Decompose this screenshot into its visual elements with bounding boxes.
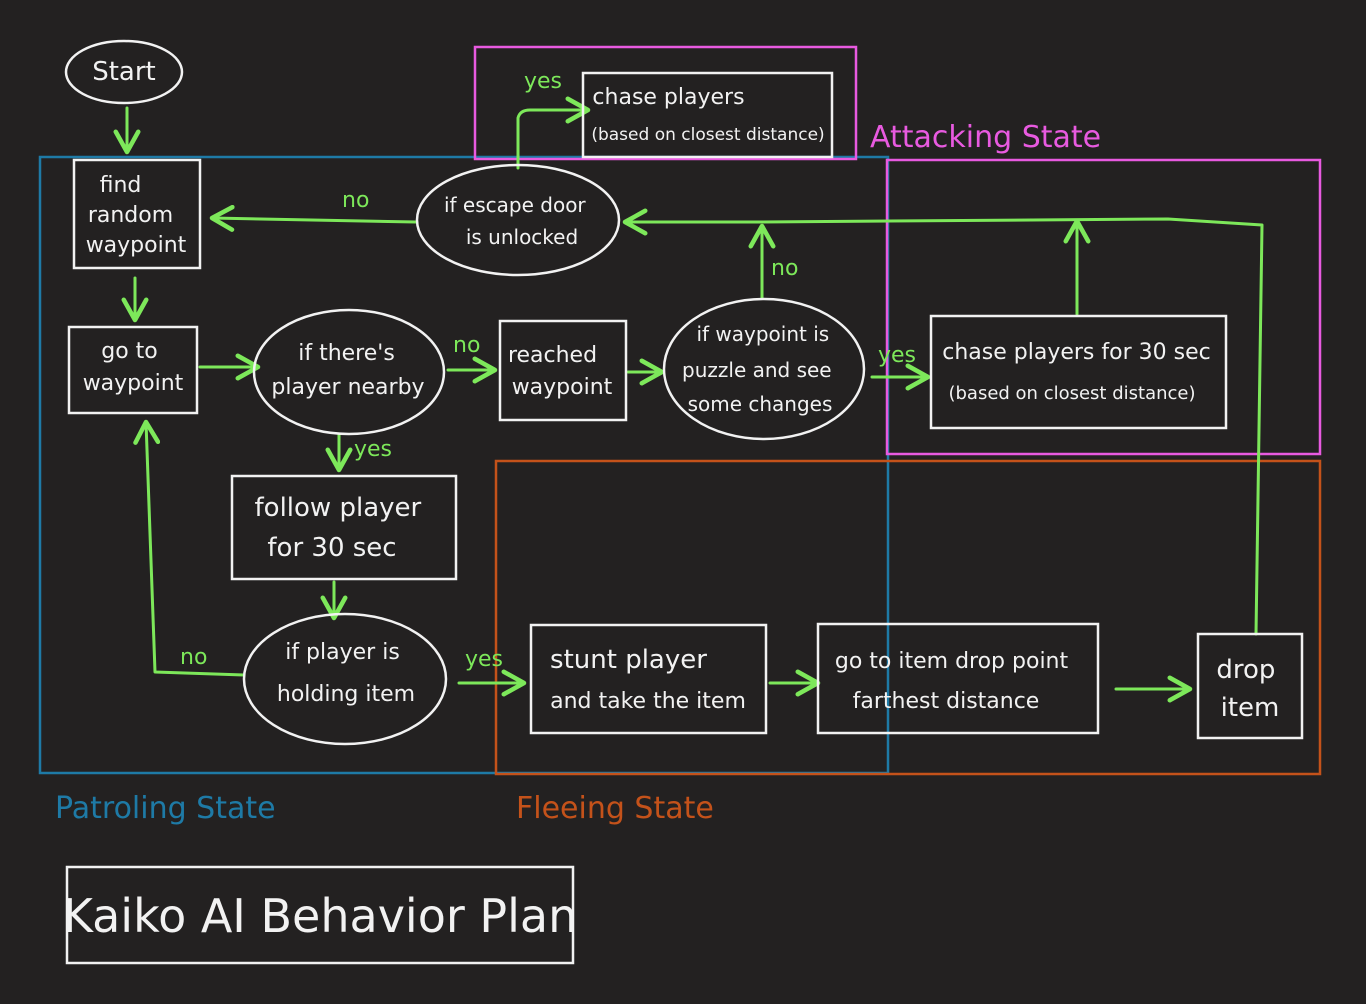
- attacking-state-label: Attacking State: [870, 120, 1101, 155]
- go-to-waypoint-label: go to waypoint: [83, 339, 184, 396]
- if-player-nearby-label: if there's player nearby: [271, 341, 424, 400]
- edge-label-escape-yes: yes: [524, 69, 562, 94]
- if-player-nearby-node: [252, 308, 446, 436]
- start-label: Start: [92, 57, 156, 87]
- if-escape-door-label: if escape door is unlocked: [444, 193, 592, 249]
- go-to-drop-point-node: [816, 622, 1100, 735]
- chase-players-top-node: [581, 71, 834, 159]
- if-waypoint-puzzle-node: [662, 297, 866, 441]
- edge-main-return-line: [622, 208, 1264, 636]
- drop-item-label: drop item: [1216, 655, 1283, 723]
- chase-players-30-label: chase players for 30 sec (based on close…: [942, 340, 1217, 404]
- edge-label-escape-no: no: [342, 188, 369, 213]
- fleeing-state-label: Fleeing State: [516, 791, 714, 826]
- stunt-player-node: [529, 623, 768, 735]
- chase-players-top-label: chase players (based on closest distance…: [591, 85, 824, 145]
- edge-label-nearby-yes: yes: [354, 437, 392, 462]
- find-random-waypoint-node: [72, 158, 202, 270]
- go-to-drop-point-label: go to item drop point farthest distance: [835, 649, 1075, 714]
- title-box: [65, 865, 575, 965]
- edge-holding-to-go-no: [133, 419, 246, 677]
- reached-waypoint-node: [498, 319, 628, 422]
- reached-waypoint-label: reached waypoint: [508, 343, 613, 400]
- patrolling-state-region: [38, 155, 890, 775]
- follow-player-node: [230, 474, 458, 581]
- edge-escape-to-find: [209, 204, 418, 232]
- find-random-waypoint-label: find random waypoint: [86, 173, 187, 258]
- if-holding-item-node: [242, 612, 448, 746]
- chase-players-30-node: [929, 314, 1228, 430]
- edge-label-puzzle-no: no: [771, 256, 798, 281]
- drop-item-node: [1196, 632, 1304, 740]
- edge-label-holding-no: no: [180, 645, 207, 670]
- if-waypoint-puzzle-label: if waypoint is puzzle and see some chang…: [682, 322, 838, 416]
- go-to-waypoint-node: [67, 325, 199, 415]
- if-escape-door-node: [415, 163, 621, 277]
- edge-escape-to-chase-top: [516, 96, 591, 170]
- edge-label-holding-yes: yes: [465, 647, 503, 672]
- start-node: [64, 39, 184, 105]
- diagram-title: Kaiko AI Behavior Plan: [63, 889, 578, 943]
- patrolling-state-label: Patroling State: [55, 791, 276, 826]
- follow-player-label: follow player for 30 sec: [255, 493, 430, 563]
- fleeing-state-region: [494, 459, 1322, 776]
- if-holding-item-label: if player is holding item: [277, 640, 415, 707]
- attacking-state-top-region: [473, 45, 858, 161]
- attacking-state-region: [885, 158, 1322, 456]
- edge-label-nearby-no: no: [453, 333, 480, 358]
- stunt-player-label: stunt player and take the item: [550, 645, 746, 714]
- edge-label-puzzle-yes: yes: [878, 343, 916, 368]
